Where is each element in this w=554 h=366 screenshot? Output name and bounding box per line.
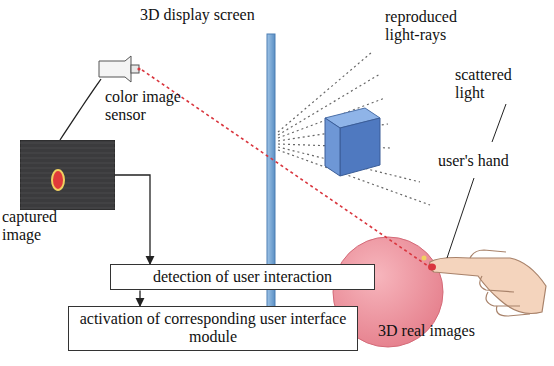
light-rays [278, 52, 430, 205]
node-label: color image sensor [105, 88, 197, 125]
process-box: activation of corresponding user interfa… [68, 306, 358, 351]
part-label: 3D real images [378, 322, 508, 340]
image-texture [20, 173, 115, 174]
image-texture [20, 178, 115, 179]
camera-led [137, 67, 140, 70]
captured-image-frame [20, 140, 115, 210]
connector [60, 79, 101, 140]
image-texture [20, 163, 115, 164]
image-texture [20, 188, 115, 189]
connector [139, 290, 140, 306]
image-texture [20, 203, 115, 204]
image-texture [20, 158, 115, 159]
detected-spot [52, 170, 64, 190]
scattered-ray [142, 70, 428, 266]
node-label: activation of corresponding user interfa… [77, 310, 349, 347]
camera-node: color image sensor [97, 55, 141, 85]
user-hand [430, 250, 547, 316]
part-label: reproduced light-rays [385, 8, 475, 43]
captured-image-node: captured image [20, 140, 115, 210]
node-label: detection of user interaction [119, 268, 366, 286]
part-label: 3D display screen [140, 6, 300, 24]
image-texture [20, 198, 115, 199]
image-texture [20, 193, 115, 194]
image-texture [20, 143, 115, 144]
image-texture [20, 148, 115, 149]
connector [115, 175, 150, 264]
touch-point [428, 264, 436, 271]
display-screen [267, 34, 275, 340]
cube-image [325, 108, 380, 176]
part-label: scattered light [455, 66, 535, 101]
camera-body [99, 56, 131, 82]
image-ground [20, 140, 115, 210]
part-label: user's hand [438, 152, 538, 170]
image-texture [20, 153, 115, 154]
camera-icon [97, 55, 141, 85]
node-label: captured image [2, 208, 62, 245]
image-texture [20, 168, 115, 169]
touch-glint [422, 256, 427, 261]
process-box: detection of user interaction [110, 264, 375, 290]
leader-line [447, 178, 474, 258]
leader-line [492, 104, 506, 142]
image-texture [20, 183, 115, 184]
